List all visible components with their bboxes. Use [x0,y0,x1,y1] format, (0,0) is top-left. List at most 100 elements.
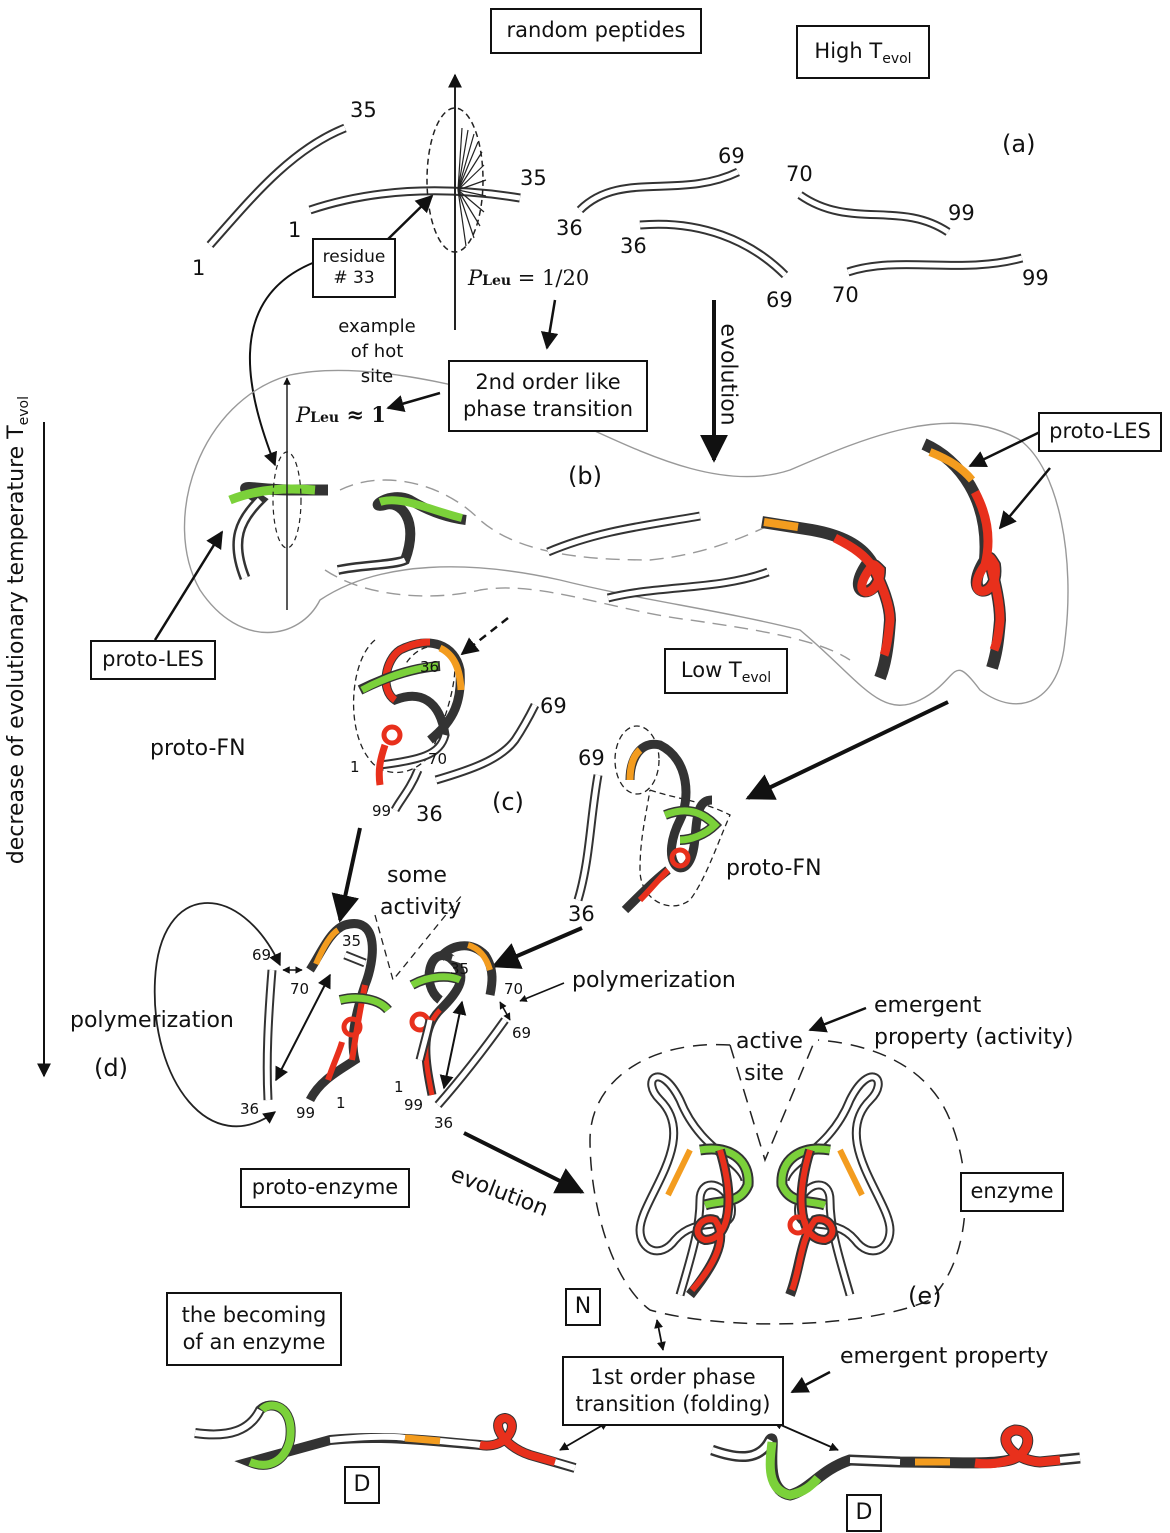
box-n-state: N [565,1288,601,1326]
emergent-line2: property (activity) [874,1025,1073,1050]
panel-c-label: (c) [492,790,524,814]
res-d-70b: 70 [504,982,523,997]
arrow-c-to-d-right [494,928,582,966]
polymerization-right-label: polymerization [572,970,736,992]
peptide-a5 [800,195,948,232]
example-line1: example [338,316,415,337]
peptide-a2 [310,191,520,210]
res-a6-end: 99 [1022,268,1049,289]
peptide-b3 [548,516,700,552]
peptide-c-right-69-36 [578,775,598,900]
axis-label-main: decrease of evolutionary temperature T [4,425,29,864]
p-leu-eq-rhs: = 1/20 [511,266,589,290]
box-d-state-right: D [846,1494,882,1532]
res-d-69: 69 [252,948,271,963]
p-leu-eq-main: P [468,266,482,290]
proto-enzyme-text: proto-enzyme [252,1174,398,1201]
arrow-n-to-phase1 [657,1320,663,1350]
arrow-polymerization-right [520,983,564,1001]
evolution-vertical-label: evolution [716,315,741,435]
enzyme-right-half [782,1077,890,1295]
peptide-b4 [608,572,768,598]
p-leu-approx-rhs: ≈ 1 [339,402,386,427]
arrow-d-70-69-right [500,1002,510,1020]
res-c-1: 1 [350,760,360,775]
hot-site-fan [427,75,486,330]
arrow-dashed-to-c [462,618,508,654]
res-d-35a: 35 [342,934,361,949]
peptide-b2 [338,497,466,570]
random-peptides-text: random peptides [507,17,686,44]
arrow-phase2-to-pleu [388,393,440,408]
arrow-emergent-activity [810,1008,866,1030]
enzyme-left-half [640,1077,748,1295]
example-line2: of hot site [351,341,404,387]
res-a3-start: 36 [556,218,583,239]
res-a4-start: 36 [620,236,647,257]
phase1-line2: transition (folding) [576,1391,771,1418]
emergent-line1: emergent [874,993,981,1018]
arrow-c-to-d-left [340,828,360,920]
res-a2-start: 1 [288,220,301,241]
proto-fn-left-label: proto-FN [150,738,246,760]
denatured-chain-right [712,1430,1080,1495]
active-line2: site [744,1061,784,1086]
p-leu-approx-main: P [296,403,310,427]
proto-enzyme-left [267,924,388,1100]
box-1st-order-transition: 1st order phase transition (folding) [562,1356,784,1426]
proto-fn-right [615,726,730,910]
axis-label-sub: evol [16,396,32,425]
temperature-axis-label: decrease of evolutionary temperature Tev… [4,484,32,864]
some-activity-label: some activity [380,860,454,924]
res-d-36b: 36 [434,1116,453,1131]
n-state-text: N [575,1293,591,1322]
p-leu-eq-sub: Leu [482,273,511,289]
low-t-text: Low T [681,657,742,684]
box-proto-enzyme: proto-enzyme [240,1168,410,1208]
peptide-b6 [924,444,1000,668]
res-a5-end: 99 [948,203,975,224]
box-d-state-left: D [344,1466,380,1504]
peptide-a4 [640,224,785,275]
res-c-36b: 36 [568,904,595,925]
res-d-70: 70 [290,982,309,997]
arrow-proto-les-right-2 [1000,468,1050,528]
proto-les-left-text: proto-LES [102,646,204,673]
phase2-line2: phase transition [463,396,633,423]
example-hot-site: example of hot site [332,314,422,390]
res-c-69b: 69 [578,748,605,769]
active-site-label: active site [736,1026,792,1090]
res-d-1a: 1 [336,1096,346,1111]
p-leu-approx: PLeu ≈ 1 [296,404,386,426]
residue-line1: residue [323,247,386,268]
p-leu-approx-sub: Leu [310,410,339,426]
some-line1: some [387,863,447,888]
peptide-a3 [580,172,738,210]
box-becoming-enzyme: the becoming of an enzyme [166,1292,342,1366]
some-line2: activity [380,895,461,920]
box-enzyme: enzyme [960,1172,1064,1212]
res-a1-end: 35 [350,100,377,121]
panel-d-label: (d) [94,1056,128,1080]
arrow-pleu-to-phase2 [547,300,555,348]
res-a4-end: 69 [766,290,793,311]
res-c-69a: 69 [540,696,567,717]
panel-a-label: (a) [1002,132,1035,156]
res-d-69b: 69 [512,1026,531,1041]
box-proto-les-left: proto-LES [90,640,216,680]
proto-fn-left [354,640,461,810]
panel-e-label: (e) [908,1284,942,1308]
d-state-left-text: D [354,1471,371,1500]
becoming-line1: the becoming [182,1302,327,1329]
arrow-residue-curve [250,262,315,465]
high-t-text: High T [814,38,882,65]
box-2nd-order-transition: 2nd order like phase transition [448,360,648,432]
res-c-36: 36 [420,660,439,675]
res-c-70: 70 [428,752,447,767]
peptide-a6 [848,258,1022,272]
enzyme-text: enzyme [970,1178,1053,1205]
box-residue-33: residue # 33 [312,238,396,298]
res-d-35b: 35 [450,962,469,977]
